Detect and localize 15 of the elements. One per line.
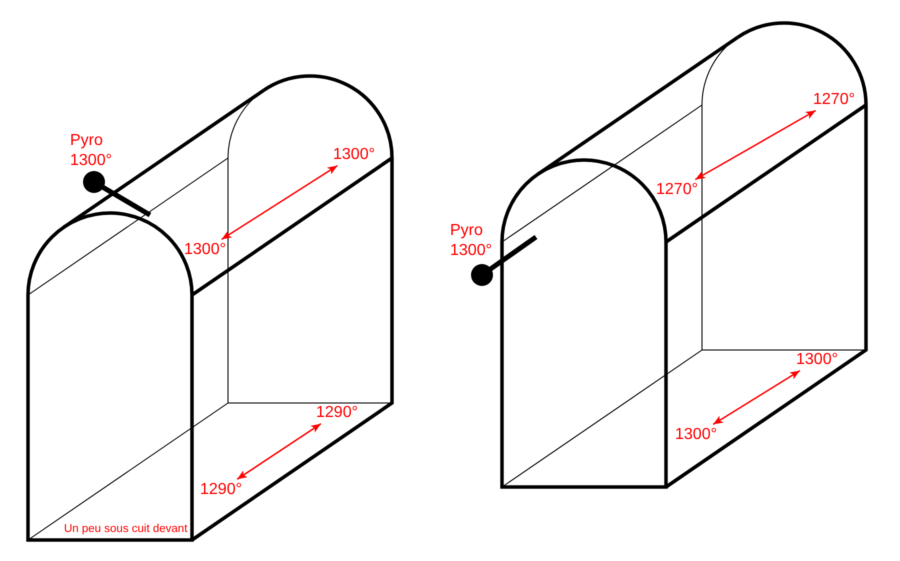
temperature-label: 1300° — [796, 351, 838, 369]
sensor-label: Pyro 1300° — [70, 131, 113, 171]
sensor-label: Pyro 1300° — [450, 221, 493, 261]
temperature-label: 1290° — [316, 404, 358, 422]
double-arrow — [712, 370, 800, 426]
double-arrow — [221, 164, 338, 240]
note-text: Un peu sous cuit devant — [64, 522, 188, 536]
temperature-label: 1290° — [200, 481, 242, 499]
temperature-label: 1300° — [675, 426, 717, 444]
temperature-label: 1300° — [333, 146, 375, 164]
double-arrow — [236, 423, 322, 480]
temperature-label: 1270° — [656, 181, 698, 199]
temperature-label: 1300° — [184, 241, 226, 259]
double-arrow — [694, 110, 816, 180]
temperature-label: 1270° — [813, 91, 855, 109]
